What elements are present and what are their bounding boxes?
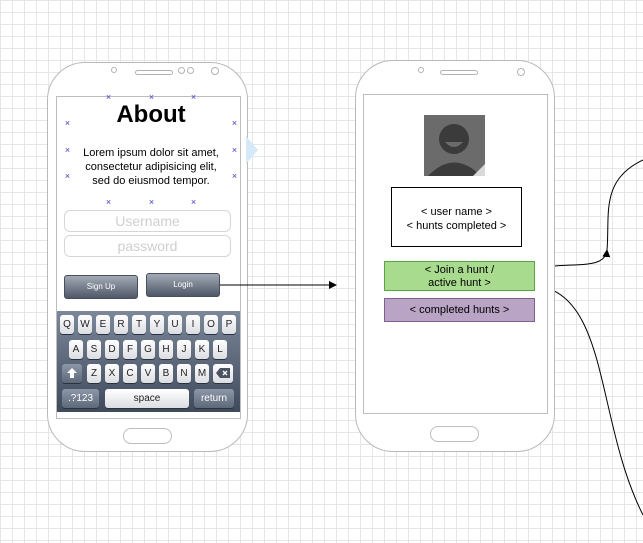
key-g[interactable]: G (141, 340, 155, 359)
key-m[interactable]: M (195, 364, 209, 383)
about-title: About (116, 101, 186, 128)
selection-handle: × (148, 92, 155, 102)
selection-arrow-marker (246, 136, 258, 164)
completed-hunts-button[interactable]: < completed hunts > (384, 298, 535, 322)
key-k[interactable]: K (195, 340, 209, 359)
key-j[interactable]: J (177, 340, 191, 359)
key-q[interactable]: Q (60, 315, 74, 334)
password-input[interactable]: password (64, 235, 231, 257)
phone-sensor (211, 67, 219, 75)
keyboard: Q W E R T Y U I O P A S D F G H J K L Z … (57, 311, 240, 412)
user-name-label: < user name > (421, 206, 492, 218)
key-v[interactable]: V (141, 364, 155, 383)
key-y[interactable]: Y (150, 315, 164, 334)
key-z[interactable]: Z (87, 364, 101, 383)
key-l[interactable]: L (213, 340, 227, 359)
key-x[interactable]: X (105, 364, 119, 383)
active-hunt-label: active hunt > (428, 277, 491, 289)
selection-handle: × (190, 197, 197, 207)
avatar (424, 115, 485, 176)
key-n[interactable]: N (177, 364, 191, 383)
join-hunt-button[interactable]: < Join a hunt / active hunt > (384, 261, 535, 291)
key-h[interactable]: H (159, 340, 173, 359)
selection-handle: × (190, 92, 197, 102)
username-input[interactable]: Username (64, 210, 231, 232)
phone-sensor (178, 67, 185, 74)
phone-speaker (440, 70, 478, 75)
key-f[interactable]: F (123, 340, 137, 359)
login-button[interactable]: Login (146, 273, 220, 297)
selection-handle: × (64, 118, 71, 128)
selection-handle: × (64, 145, 71, 155)
key-p[interactable]: P (222, 315, 236, 334)
key-w[interactable]: W (78, 315, 92, 334)
body-line: consectetur adipisicing elit, (85, 161, 217, 173)
selection-handle: × (64, 171, 71, 181)
key-t[interactable]: T (132, 315, 146, 334)
selection-handle: × (105, 92, 112, 102)
home-button[interactable] (430, 426, 479, 442)
selection-handle: × (231, 118, 238, 128)
key-u[interactable]: U (168, 315, 182, 334)
home-button[interactable] (123, 428, 172, 444)
sign-up-button[interactable]: Sign Up (64, 275, 138, 299)
user-avatar-icon (424, 115, 485, 176)
key-c[interactable]: C (123, 364, 137, 383)
key-r[interactable]: R (114, 315, 128, 334)
body-line: Lorem ipsum dolor sit amet, (83, 147, 219, 159)
key-i[interactable]: I (186, 315, 200, 334)
phone-camera (418, 67, 424, 73)
selection-handle: × (231, 171, 238, 181)
join-hunt-label: < Join a hunt / (424, 264, 495, 276)
key-a[interactable]: A (69, 340, 83, 359)
user-info-box: < user name > < hunts completed > (391, 187, 522, 247)
key-e[interactable]: E (96, 315, 110, 334)
selection-handle: × (148, 197, 155, 207)
selection-handle: × (105, 197, 112, 207)
selection-handle: × (231, 145, 238, 155)
backspace-icon (216, 368, 230, 378)
body-line: sed do eiusmod tempor. (92, 175, 210, 187)
backspace-key[interactable] (213, 364, 233, 383)
phone-sensor (187, 67, 194, 74)
key-s[interactable]: S (87, 340, 101, 359)
connector-active-hunt (534, 284, 643, 516)
key-b[interactable]: B (159, 364, 173, 383)
shift-key[interactable] (62, 364, 82, 383)
about-body-text: Lorem ipsum dolor sit amet, consectetur … (66, 146, 236, 188)
return-key[interactable]: return (194, 389, 234, 408)
space-key[interactable]: space (105, 389, 189, 408)
phone-camera (111, 67, 117, 73)
key-o[interactable]: O (204, 315, 218, 334)
numbers-key[interactable]: .?123 (62, 389, 99, 408)
phone-speaker (135, 70, 173, 75)
connector-loop-right (606, 159, 643, 251)
key-d[interactable]: D (105, 340, 119, 359)
shift-icon (67, 368, 77, 378)
phone-sensor (517, 68, 525, 76)
hunts-completed-label: < hunts completed > (406, 220, 507, 232)
